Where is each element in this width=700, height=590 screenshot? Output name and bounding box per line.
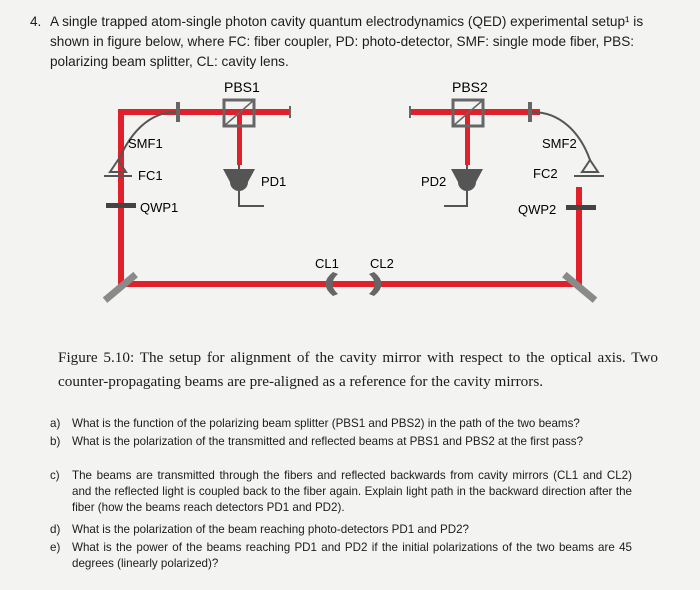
label-smf2: SMF2 <box>542 136 577 151</box>
caption-label: Figure 5.10: <box>58 349 135 366</box>
question-text: A single trapped atom-single photon cavi… <box>50 14 644 69</box>
qwp2-plate <box>566 205 596 210</box>
pbs1-cube <box>222 98 256 128</box>
fc2-coupler <box>574 158 604 177</box>
label-pd1: PD1 <box>261 174 286 189</box>
qwp1-plate <box>106 203 136 208</box>
smf2-fiber <box>531 111 591 161</box>
beam-path <box>118 109 582 287</box>
subquestion-letter: d) <box>50 523 61 536</box>
pd2-detector <box>444 165 483 207</box>
label-cl1: CL1 <box>315 256 339 271</box>
label-fc1: FC1 <box>138 168 163 183</box>
mirror-right <box>562 271 598 303</box>
caption-text: The setup for alignment of the cavity mi… <box>58 349 658 390</box>
subquestion-letter: b) <box>50 435 61 448</box>
label-qwp2: QWP2 <box>518 202 556 217</box>
subquestion-text: What is the function of the polarizing b… <box>72 417 580 430</box>
subquestion-letter: e) <box>50 541 61 554</box>
smf1-fiber <box>117 111 177 163</box>
question-number: 4. <box>30 14 42 29</box>
label-cl2: CL2 <box>370 256 394 271</box>
subquestion-letter: c) <box>50 469 60 482</box>
figure-caption: Figure 5.10: The setup for alignment of … <box>58 346 658 394</box>
label-fc2: FC2 <box>533 166 558 181</box>
subquestion-text: What is the power of the beams reaching … <box>72 541 632 570</box>
subquestion-text: What is the polarization of the beam rea… <box>72 523 469 536</box>
wave-plate-left <box>176 102 180 122</box>
label-smf1: SMF1 <box>128 136 163 151</box>
wave-plate-right <box>528 102 532 122</box>
subquestion-letter: a) <box>50 417 61 430</box>
fc1-coupler <box>104 158 132 177</box>
label-pd2: PD2 <box>421 174 446 189</box>
label-qwp1: QWP1 <box>140 200 178 215</box>
cl2-lens <box>369 272 382 296</box>
question-4: 4. A single trapped atom-single photon c… <box>30 12 680 72</box>
pd1-detector <box>223 165 264 207</box>
subquestion-text: The beams are transmitted through the fi… <box>72 469 632 514</box>
label-pbs1: PBS1 <box>224 79 260 95</box>
cl1-lens <box>325 272 338 296</box>
pbs2-cube <box>451 98 485 128</box>
label-pbs2: PBS2 <box>452 79 488 95</box>
setup-diagram: PBS1 PBS2 SMF1 SMF2 FC1 FC2 QWP1 QWP2 PD… <box>102 79 604 303</box>
mirror-left <box>102 271 138 303</box>
subquestion-text: What is the polarization of the transmit… <box>72 435 584 448</box>
